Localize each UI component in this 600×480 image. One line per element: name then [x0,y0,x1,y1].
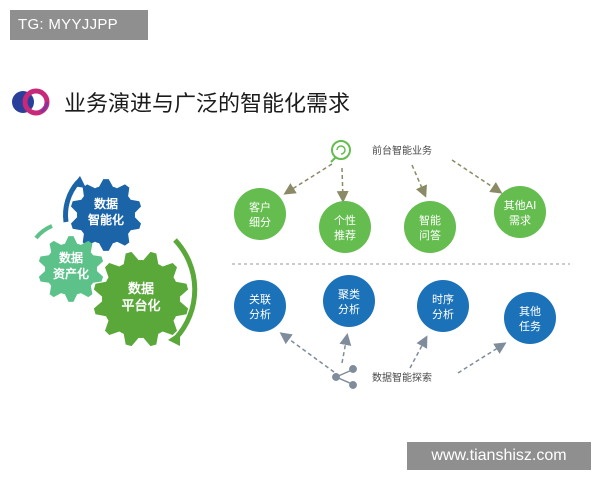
top-item-2-line2: 推荐 [334,228,356,242]
bottom-item-4-line2: 任务 [519,320,541,333]
top-arrows [283,159,503,203]
bottom-item-3-line1: 时序 [432,292,454,306]
top-item-2-line1: 个性 [334,213,356,227]
gear-data-asset [38,236,104,302]
gear-intel-line2: 智能化 [87,212,124,227]
top-item-3-line1: 智能 [419,213,441,227]
bottom-item-1-line1: 关联 [249,292,271,306]
gear-asset-line2: 资产化 [53,266,89,281]
page-title: 业务演进与广泛的智能化需求 [64,92,351,117]
top-group-label: 前台智能业务 [372,144,432,157]
bottom-item-3-line2: 分析 [432,307,454,321]
cycle-arrows [34,176,198,346]
gear-platform-line1: 数据 [128,281,154,297]
gear-platform-shape [93,251,189,347]
logo-icon [12,88,50,116]
top-item-3-line2: 问答 [419,228,441,242]
gear-platform-line2: 平台化 [121,298,160,314]
bottom-circles [234,275,556,344]
top-item-4-line2: 需求 [509,214,531,227]
gear-intel-line1: 数据 [94,196,118,211]
network-icon [332,365,357,389]
circle-smart-qa [404,201,456,253]
top-item-1-line1: 客户 [249,200,271,214]
cycle-arrow-right [173,238,198,340]
bottom-group-label: 数据智能探索 [372,371,432,384]
gear-data-intelligence [71,179,141,251]
circle-other-tasks [504,292,556,344]
gear-asset-line1: 数据 [59,250,83,265]
cycle-arrow-left [34,224,53,240]
bottom-item-2-line2: 分析 [338,302,360,316]
top-item-1-line2: 细分 [249,216,271,229]
bottom-item-4-line1: 其他 [519,305,541,318]
circle-timeseries-analysis [417,280,469,332]
top-hub-icon [330,140,351,163]
circle-cluster-analysis [323,275,375,327]
circle-personal-recommend [319,201,371,253]
gear-data-platform [93,251,189,347]
site-watermark: www.tianshisz.com [407,442,591,470]
circle-other-ai [494,186,546,238]
gear-asset-shape [38,236,104,302]
bottom-item-1-line2: 分析 [249,307,271,321]
circle-association-analysis [234,280,286,332]
top-circles [234,186,546,253]
bottom-item-2-line1: 聚类 [338,287,360,301]
gear-intel-shape [71,179,141,251]
tg-tag: TG: MYYJJPP [10,10,148,40]
top-item-4-line1: 其他AI [504,199,537,212]
circle-customer-segmentation [234,188,286,240]
bottom-arrows [279,332,507,374]
